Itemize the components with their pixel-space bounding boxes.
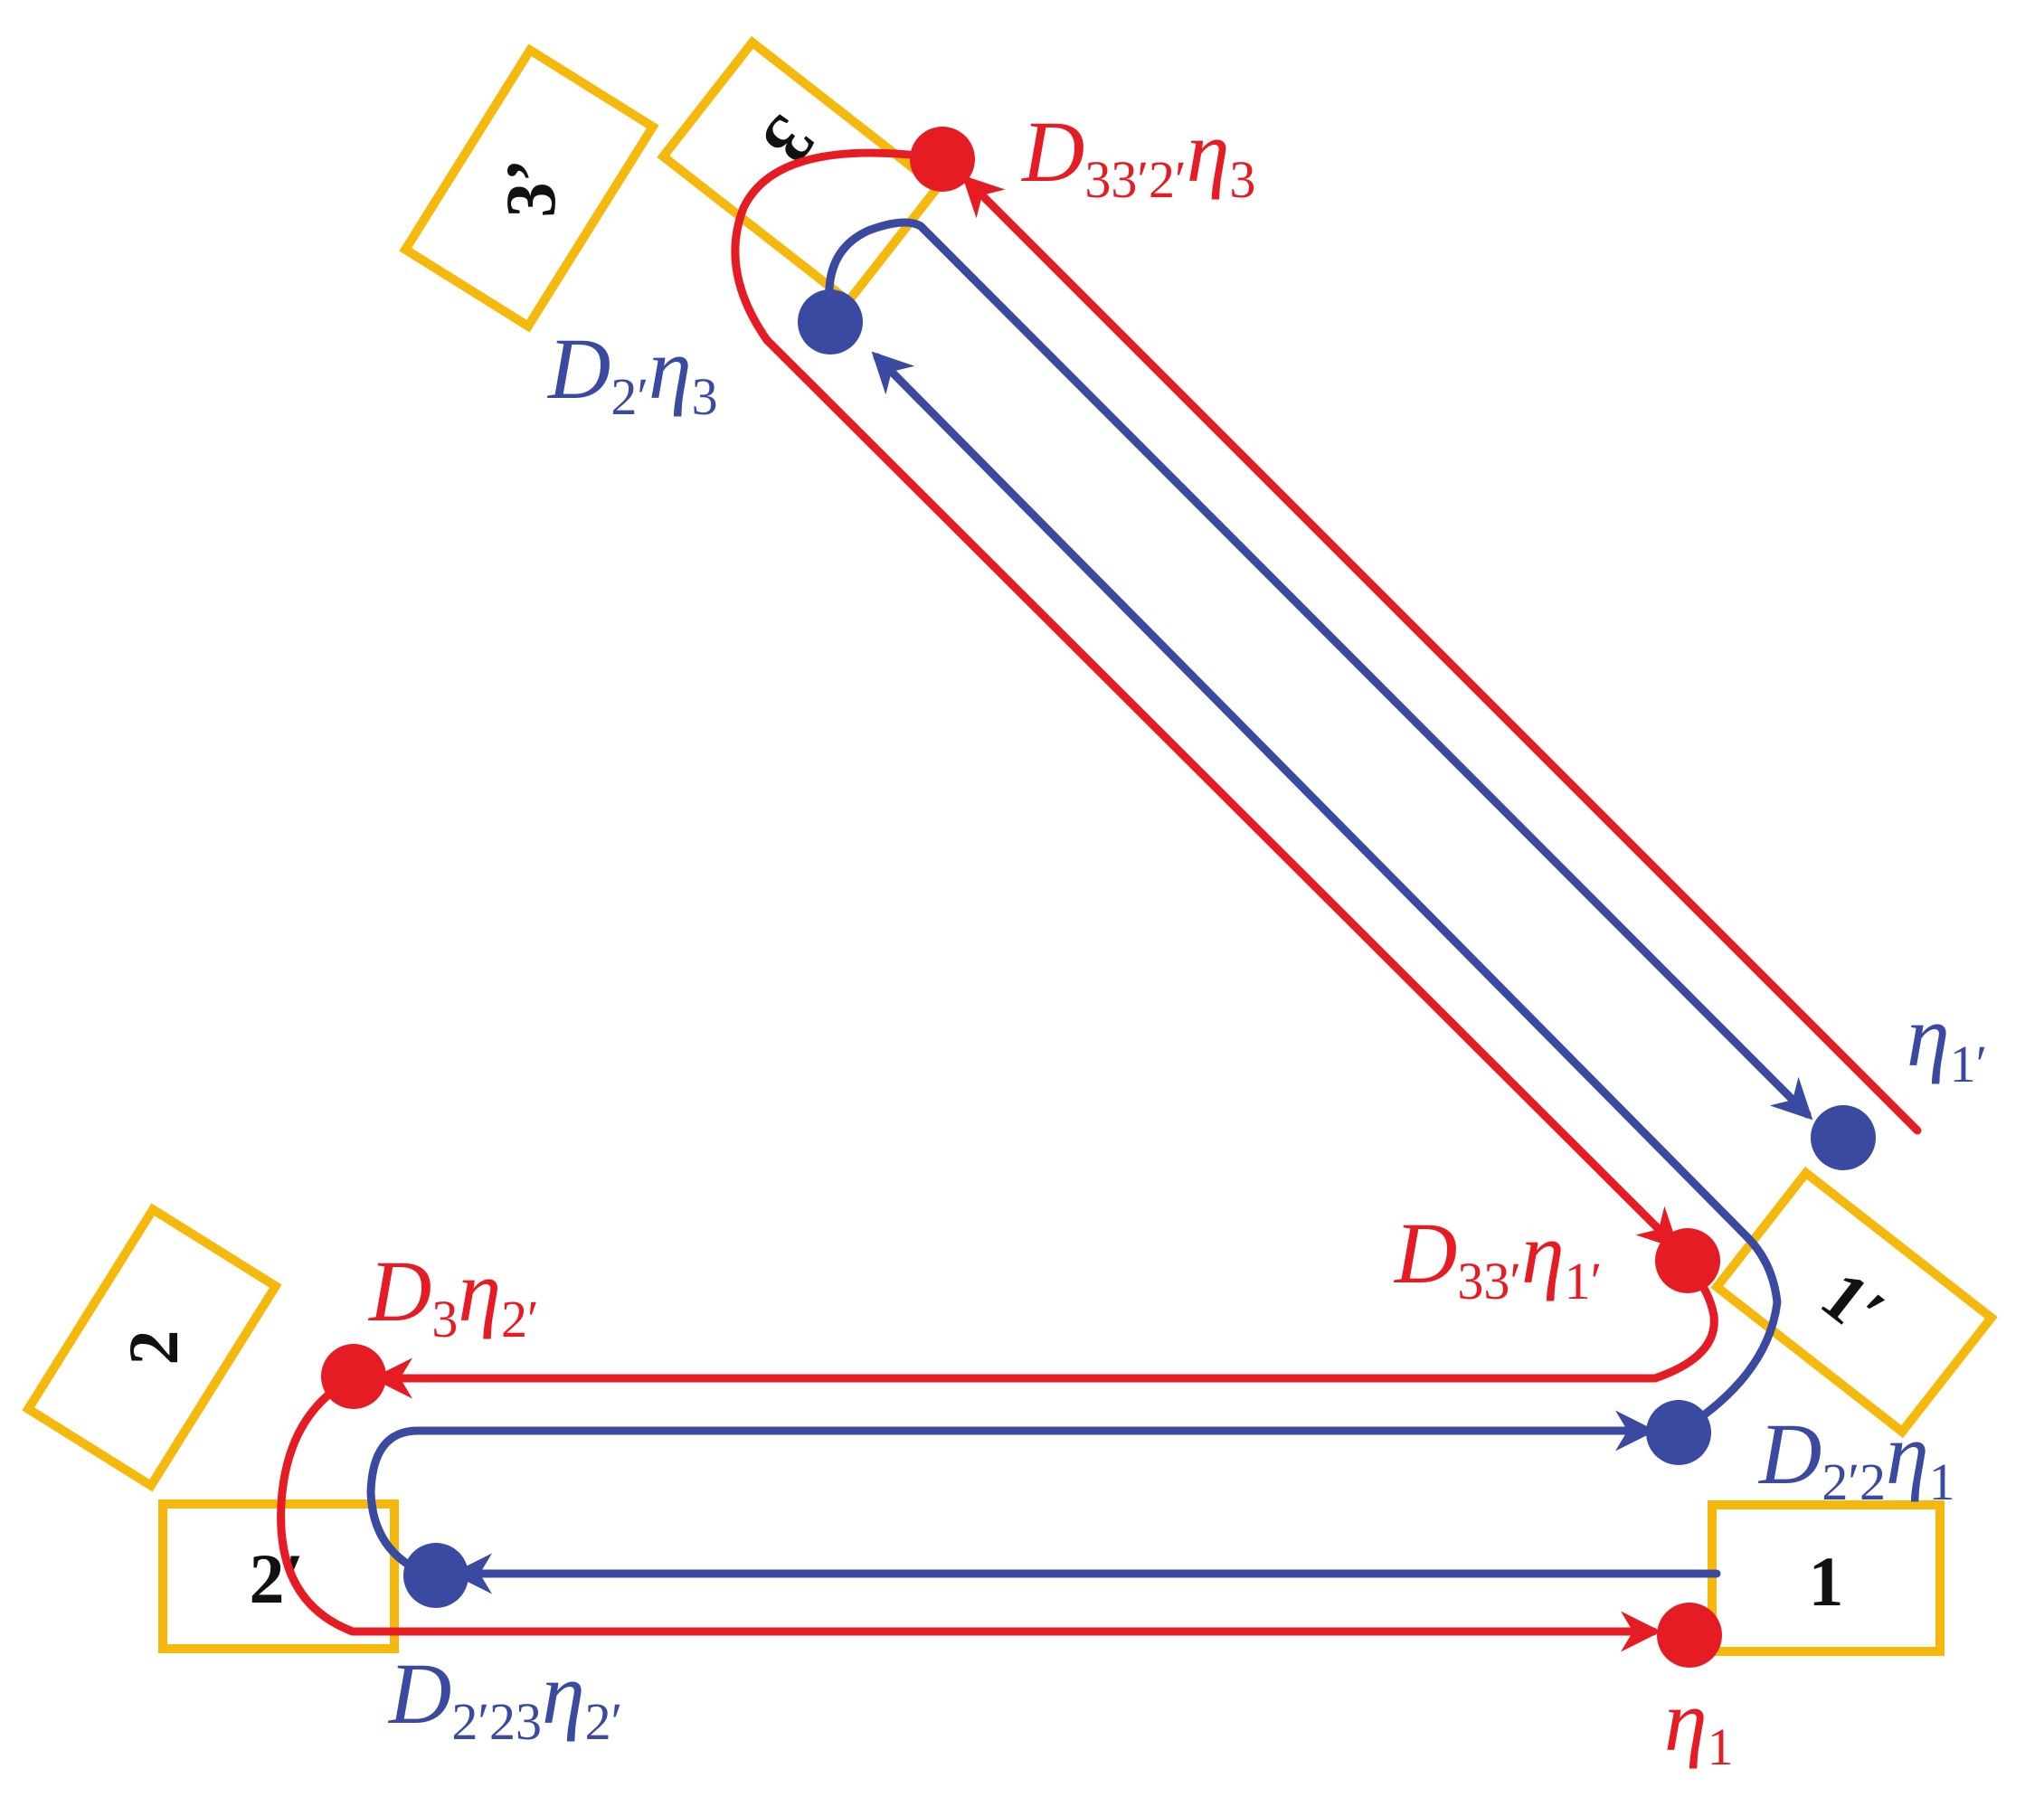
node-eta1	[1657, 1603, 1722, 1668]
blue-segment-diagonal	[916, 222, 1813, 1121]
node-d2p2-eta1	[1646, 1400, 1711, 1465]
box-2-label: 2	[114, 1330, 193, 1366]
node-d3-eta2p	[321, 1344, 386, 1409]
red-segment-diagonal-up	[961, 175, 1922, 1135]
blue-segment-right-curve	[871, 351, 1782, 1433]
label-d3-eta2p: D3η2′	[367, 1243, 539, 1348]
label-d2p2-eta1: D2′2η1	[1757, 1405, 1955, 1511]
node-d33p2p-eta3	[910, 127, 975, 192]
label-d2p-eta3: D2′η3	[546, 320, 718, 426]
red-segment-diagonal-down	[762, 336, 1680, 1250]
label-d33p2p-eta3: D33′2′η3	[1020, 103, 1255, 209]
box-3-prime-label: 3’	[491, 159, 570, 218]
box-1-label: 1	[1809, 1542, 1844, 1621]
box-1: 1	[1708, 1500, 1945, 1656]
node-d33p-eta1p	[1655, 1228, 1720, 1293]
node-eta1-prime	[1811, 1105, 1876, 1170]
red-segment-top-arc	[731, 148, 945, 345]
node-d2p-eta3	[798, 289, 863, 355]
box-1-prime: 1′	[1710, 1166, 1998, 1439]
box-2: 2	[22, 1203, 282, 1492]
blue-segment-left-arc	[366, 1426, 430, 1578]
red-loop	[277, 148, 1922, 1652]
red-segment-left-arc	[277, 1374, 357, 1636]
box-3-prime: 3’	[399, 43, 659, 333]
label-eta1: η1	[1664, 1672, 1734, 1776]
node-d2p23-eta2p	[403, 1543, 468, 1608]
blue-loop	[366, 218, 1813, 1594]
box-3: 3	[657, 35, 944, 308]
label-d33p-eta1p: D33′η1′	[1393, 1205, 1602, 1310]
label-d2p23-eta2p: D2′23η2′	[387, 1645, 622, 1751]
box-1-prime-label: 1′	[1807, 1255, 1899, 1351]
label-eta1-prime: η1′	[1907, 988, 1987, 1093]
